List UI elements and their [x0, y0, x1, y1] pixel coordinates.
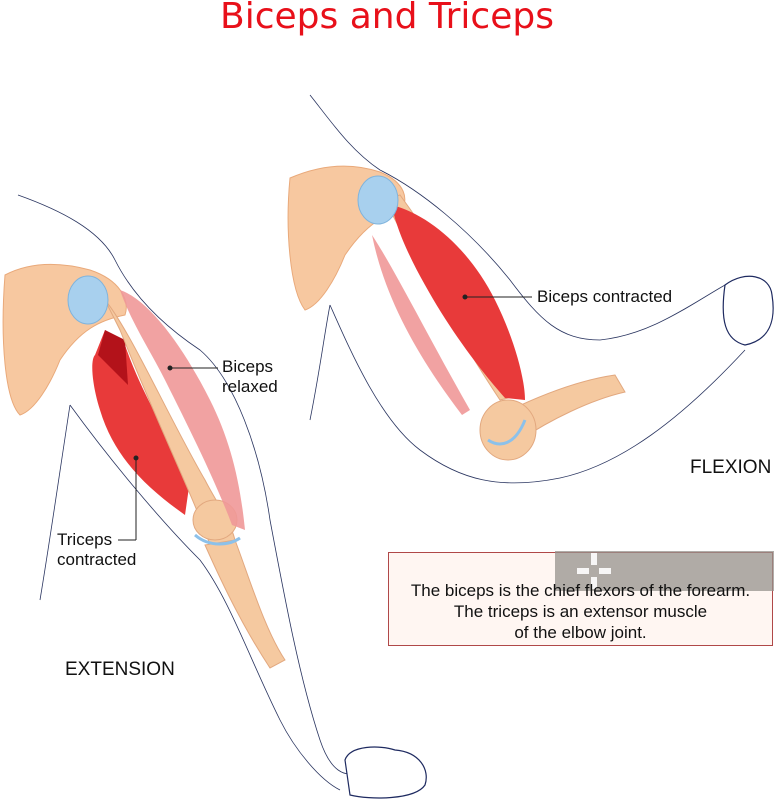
note-line: of the elbow joint.: [514, 623, 647, 642]
flexed-biceps: [392, 205, 525, 400]
watermark: [555, 551, 774, 591]
label-extension: EXTENSION: [65, 659, 175, 680]
extended-biceps: [120, 290, 245, 530]
label-biceps-contracted: Biceps contracted: [537, 287, 673, 306]
extended-humeral-head: [67, 275, 109, 325]
label-line: Biceps: [222, 357, 274, 376]
label-flexion: FLEXION: [690, 457, 772, 478]
watermark-logo-icon: [577, 553, 611, 589]
label-triceps-contracted: Triceps contracted: [57, 530, 136, 570]
flexed-arm-outline: [309, 94, 746, 484]
extended-arm-outline: [17, 194, 361, 791]
extended-forearm: [204, 539, 286, 669]
flexed-humeral-head: [357, 175, 399, 225]
note-text: The biceps is the chief flexors of the f…: [388, 580, 773, 643]
flexed-triceps: [372, 235, 470, 415]
label-biceps-relaxed: Biceps relaxed: [222, 357, 278, 397]
flexed-elbow: [479, 399, 537, 461]
label-line: relaxed: [222, 377, 278, 396]
label-line: Triceps: [57, 530, 113, 549]
flexed-fist-icon: [722, 275, 774, 346]
page-title: Biceps and Triceps: [220, 0, 554, 37]
extended-triceps-deep: [98, 330, 128, 385]
note-line: The triceps is an extensor muscle: [453, 602, 708, 621]
note-line: The biceps is the chief flexors of the f…: [410, 581, 751, 600]
label-line: contracted: [57, 550, 137, 569]
extended-triceps: [92, 330, 190, 515]
extended-fist-icon: [344, 746, 427, 799]
